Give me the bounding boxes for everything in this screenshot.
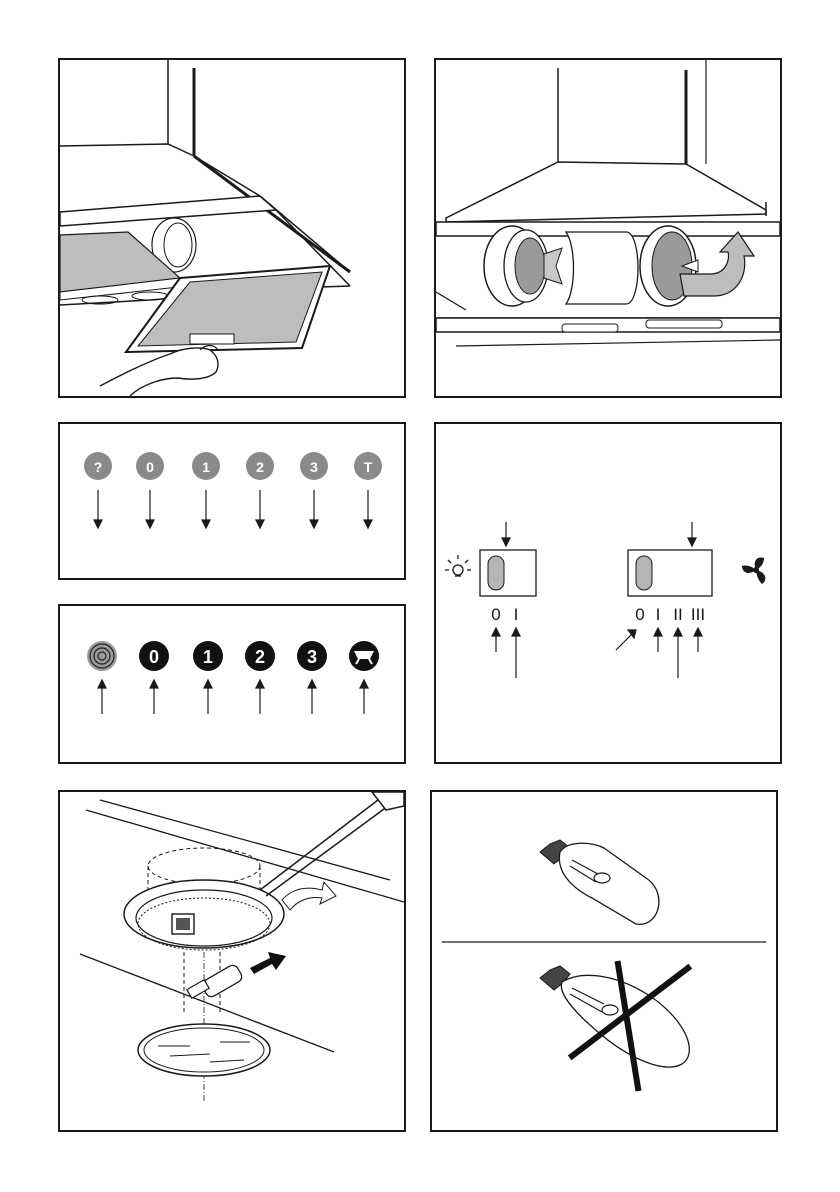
panel-lamp-replacement — [58, 790, 406, 1132]
panel-control-buttons-b: 0 1 2 3 — [58, 604, 406, 764]
panel-slide-switches: 0 I 0 I II III — [434, 422, 782, 764]
button-b-speed1-label: 1 — [203, 647, 213, 667]
light-button-icon[interactable] — [87, 641, 117, 671]
light-switch-on-label: I — [514, 605, 519, 624]
button-b-off-label: 0 — [149, 647, 159, 667]
button-b-speed3[interactable]: 3 — [297, 641, 327, 671]
carbon-filter-illustration — [436, 60, 780, 396]
correct-bulb-icon — [540, 840, 659, 924]
button-b-speed3-label: 3 — [307, 647, 317, 667]
button-a-speed3[interactable]: 3 — [300, 452, 328, 480]
button-a-speed3-label: 3 — [310, 459, 318, 475]
button-a-speed1-label: 1 — [202, 459, 210, 475]
motor-switch-speed2-label: II — [673, 605, 682, 624]
light-bulb-icon — [445, 555, 471, 576]
button-a-timer[interactable]: T — [354, 452, 382, 480]
button-b-off[interactable]: 0 — [139, 641, 169, 671]
filter-removal-illustration — [60, 60, 404, 396]
motor-switch-speed3-label: III — [691, 605, 705, 624]
panel-bulb-types — [430, 790, 778, 1132]
button-b-speed2[interactable]: 2 — [245, 641, 275, 671]
button-a-off[interactable]: 0 — [136, 452, 164, 480]
bulb-types-illustration — [432, 792, 776, 1130]
button-a-help[interactable]: ? — [84, 452, 112, 480]
control-buttons-a-diagram: ? 0 1 2 3 T — [60, 424, 404, 578]
button-b-speed1[interactable]: 1 — [193, 641, 223, 671]
button-a-speed1[interactable]: 1 — [192, 452, 220, 480]
motor-switch-off-label: 0 — [635, 605, 644, 624]
slide-switches-diagram: 0 I 0 I II III — [436, 424, 780, 762]
button-a-speed2[interactable]: 2 — [246, 452, 274, 480]
button-a-off-label: 0 — [146, 459, 154, 475]
panel-control-buttons-a: ? 0 1 2 3 T — [58, 422, 406, 580]
panel-carbon-filter — [434, 58, 782, 398]
control-buttons-b-diagram: 0 1 2 3 — [60, 606, 404, 762]
motor-switch[interactable] — [628, 550, 712, 596]
panel-filter-removal — [58, 58, 406, 398]
timer-button-icon[interactable] — [349, 641, 379, 671]
button-a-arrows — [94, 490, 372, 528]
button-b-speed2-label: 2 — [255, 647, 265, 667]
button-a-help-label: ? — [94, 459, 103, 475]
fan-icon — [742, 558, 765, 585]
motor-switch-speed1-label: I — [656, 605, 661, 624]
button-a-speed2-label: 2 — [256, 459, 264, 475]
light-switch[interactable] — [480, 550, 536, 596]
button-b-arrows — [98, 680, 368, 714]
button-a-timer-label: T — [364, 459, 373, 475]
light-switch-off-label: 0 — [491, 605, 500, 624]
lamp-replacement-illustration — [60, 792, 404, 1130]
